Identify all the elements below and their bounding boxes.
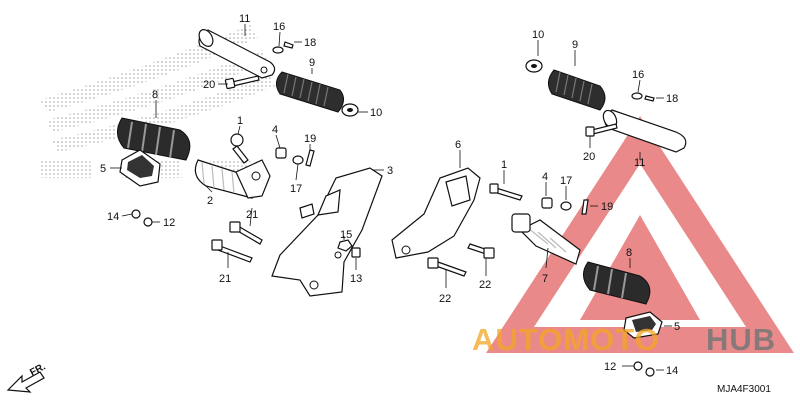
cotter-18-right bbox=[644, 95, 655, 102]
label-21-top: 21 bbox=[246, 209, 258, 221]
washer-16-right bbox=[631, 92, 643, 100]
pin-11-right bbox=[602, 109, 687, 153]
label-22-left: 22 bbox=[439, 293, 451, 305]
nut-15 bbox=[337, 239, 353, 252]
label-14-right: 14 bbox=[666, 365, 678, 377]
bolt-20-right bbox=[585, 123, 618, 137]
bolt-14-right bbox=[645, 367, 655, 377]
diagram-code: MJA4F3001 bbox=[717, 384, 771, 395]
bolt-12-right bbox=[633, 361, 643, 371]
rubber-9-right bbox=[548, 69, 606, 111]
label-4-left: 4 bbox=[272, 124, 278, 136]
label-22-right: 22 bbox=[479, 279, 491, 291]
label-5-left: 5 bbox=[100, 163, 106, 175]
washer-17-left bbox=[292, 155, 304, 165]
label-10-right: 10 bbox=[532, 29, 544, 41]
label-18-left: 18 bbox=[304, 37, 316, 49]
label-17-left: 17 bbox=[290, 183, 302, 195]
label-8-right: 8 bbox=[626, 247, 632, 259]
label-19-right: 19 bbox=[601, 201, 613, 213]
label-11-right: 11 bbox=[634, 157, 645, 169]
label-16-left: 16 bbox=[273, 21, 285, 33]
label-3: 3 bbox=[387, 165, 393, 177]
step-bar-2 bbox=[194, 159, 271, 199]
front-direction-arrow: FR. bbox=[6, 361, 48, 393]
bolt-14-left bbox=[131, 209, 141, 219]
label-1-left: 1 bbox=[237, 115, 243, 127]
cotter-19-right bbox=[581, 199, 589, 215]
pin-1-left bbox=[230, 133, 249, 164]
label-17-right: 17 bbox=[560, 175, 572, 187]
washer-17-right bbox=[560, 201, 572, 211]
label-15: 15 bbox=[340, 229, 352, 241]
bolt-22b bbox=[467, 243, 495, 259]
collar-4-right bbox=[541, 197, 553, 209]
direction-label: FR. bbox=[28, 361, 48, 378]
bracket-3 bbox=[271, 167, 383, 297]
leader-lines bbox=[110, 24, 672, 371]
collar-4-left bbox=[275, 147, 287, 159]
label-2: 2 bbox=[207, 195, 213, 207]
label-12-right: 12 bbox=[604, 361, 616, 373]
label-9-right: 9 bbox=[572, 39, 578, 51]
label-14-left: 14 bbox=[107, 211, 119, 223]
label-12-left: 12 bbox=[163, 217, 175, 229]
label-11-left: 11 bbox=[239, 13, 250, 25]
holder-5-right bbox=[623, 311, 663, 339]
label-19-left: 19 bbox=[304, 133, 316, 145]
washer-16-left bbox=[272, 46, 284, 54]
bolt-21b bbox=[211, 239, 253, 263]
label-5-right: 5 bbox=[674, 321, 680, 333]
label-6: 6 bbox=[455, 139, 461, 151]
label-20-left: 20 bbox=[203, 79, 215, 91]
pin-1-right bbox=[489, 183, 523, 201]
washer-10-left bbox=[341, 103, 359, 117]
label-1-right: 1 bbox=[501, 159, 507, 171]
pin-11-left bbox=[198, 29, 276, 79]
cotter-18-left bbox=[283, 41, 294, 49]
label-10-left: 10 bbox=[370, 107, 382, 119]
rubber-8-left bbox=[117, 117, 191, 161]
bolt-12-left bbox=[143, 217, 153, 227]
label-21-bottom: 21 bbox=[219, 273, 231, 285]
part-labels: 11 16 18 9 20 10 8 1 4 19 3 5 2 17 21 14… bbox=[100, 13, 680, 377]
label-8-left: 8 bbox=[152, 89, 158, 101]
label-18-right: 18 bbox=[666, 93, 678, 105]
label-13: 13 bbox=[350, 273, 362, 285]
rubber-8-right bbox=[583, 261, 651, 305]
label-7: 7 bbox=[542, 273, 548, 285]
label-16-right: 16 bbox=[632, 69, 644, 81]
washer-10-right bbox=[525, 59, 543, 73]
rubber-9-left bbox=[276, 71, 344, 113]
label-4-right: 4 bbox=[542, 171, 548, 183]
label-9-left: 9 bbox=[309, 57, 315, 69]
watermark-text: AUTOMOTO HUB bbox=[472, 322, 776, 357]
watermark-text-gray: HUB bbox=[706, 322, 776, 357]
bolt-21a bbox=[229, 221, 263, 245]
bracket-6 bbox=[391, 167, 481, 259]
cotter-19-left bbox=[305, 149, 315, 167]
label-20-right: 20 bbox=[583, 151, 595, 163]
bolt-22a bbox=[427, 257, 467, 277]
holder-5-left bbox=[119, 149, 161, 187]
bolt-13 bbox=[351, 247, 361, 258]
watermark-text-orange: AUTOMOTO bbox=[472, 322, 660, 357]
step-bar-7 bbox=[511, 213, 581, 265]
